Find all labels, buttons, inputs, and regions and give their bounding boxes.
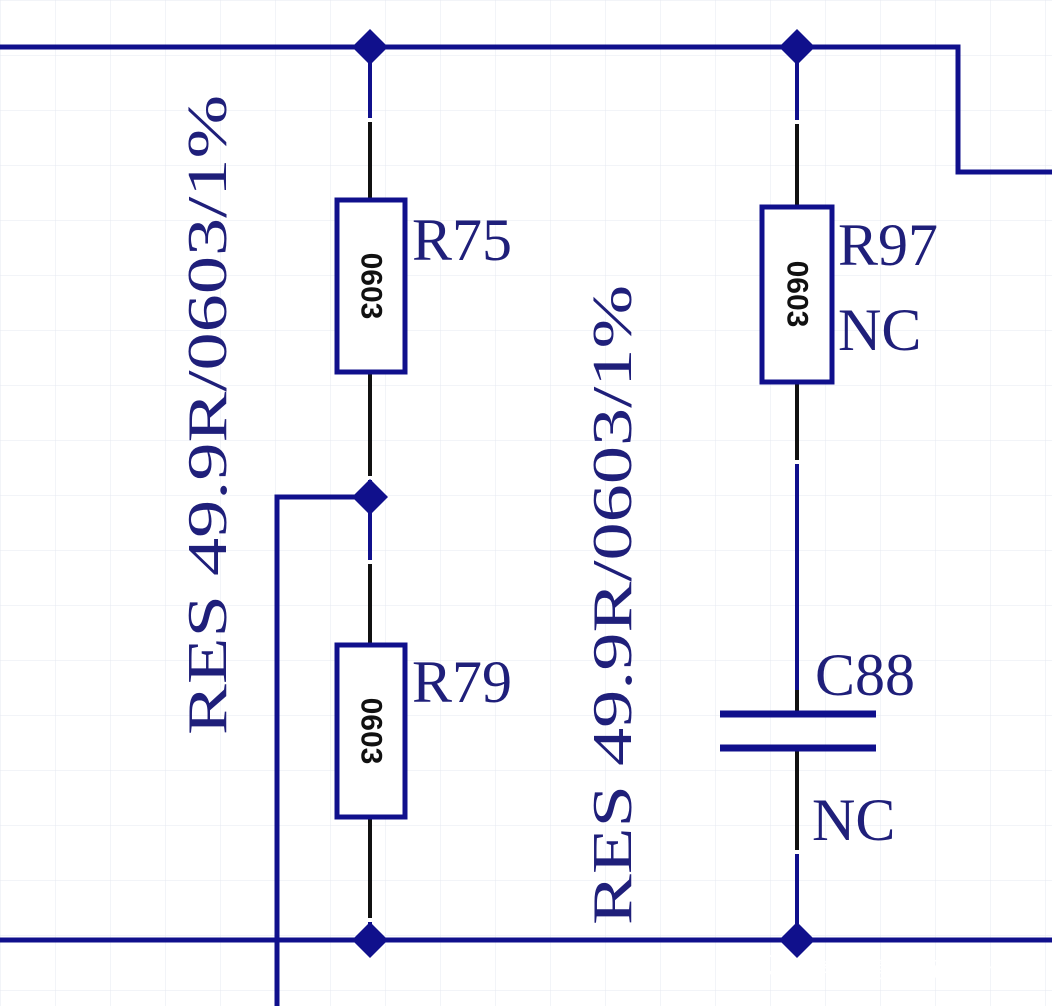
tap-net bbox=[274, 494, 370, 1006]
r79-designator: R79 bbox=[412, 649, 512, 715]
r75-body[interactable] bbox=[334, 197, 408, 375]
right-value-annotation: RES 49.9R/0603/1% bbox=[582, 285, 644, 925]
junction-top-right bbox=[779, 29, 815, 65]
left-value-annotation: RES 49.9R/0603/1% bbox=[177, 95, 239, 735]
r79-package-label: 0603 bbox=[355, 698, 388, 765]
top-rail-wire bbox=[0, 44, 1052, 175]
junction-bottom-right bbox=[779, 922, 815, 958]
watermark-text: 头条 @爱上电路设计 bbox=[790, 959, 995, 984]
junction-top-left bbox=[352, 29, 388, 65]
r75-designator: R75 bbox=[412, 207, 512, 273]
r79-body[interactable] bbox=[334, 642, 408, 820]
r97-designator: R97 bbox=[838, 212, 938, 278]
c88-symbol[interactable] bbox=[720, 710, 876, 752]
tap-wire bbox=[274, 494, 370, 1006]
top-net bbox=[0, 44, 1052, 175]
c88-designator: C88 bbox=[815, 642, 915, 708]
r97-note: NC bbox=[838, 297, 921, 363]
r97-body[interactable] bbox=[759, 204, 835, 385]
r75-package-label: 0603 bbox=[355, 253, 388, 320]
junction-mid bbox=[352, 479, 388, 515]
r97-package-label: 0603 bbox=[781, 261, 814, 328]
junction-bottom-left bbox=[352, 922, 388, 958]
junctions bbox=[352, 29, 815, 958]
watermark: 头条 @爱上电路设计 bbox=[761, 955, 995, 984]
c88-note: NC bbox=[812, 787, 895, 853]
chat-bubble-icon bbox=[761, 955, 785, 978]
